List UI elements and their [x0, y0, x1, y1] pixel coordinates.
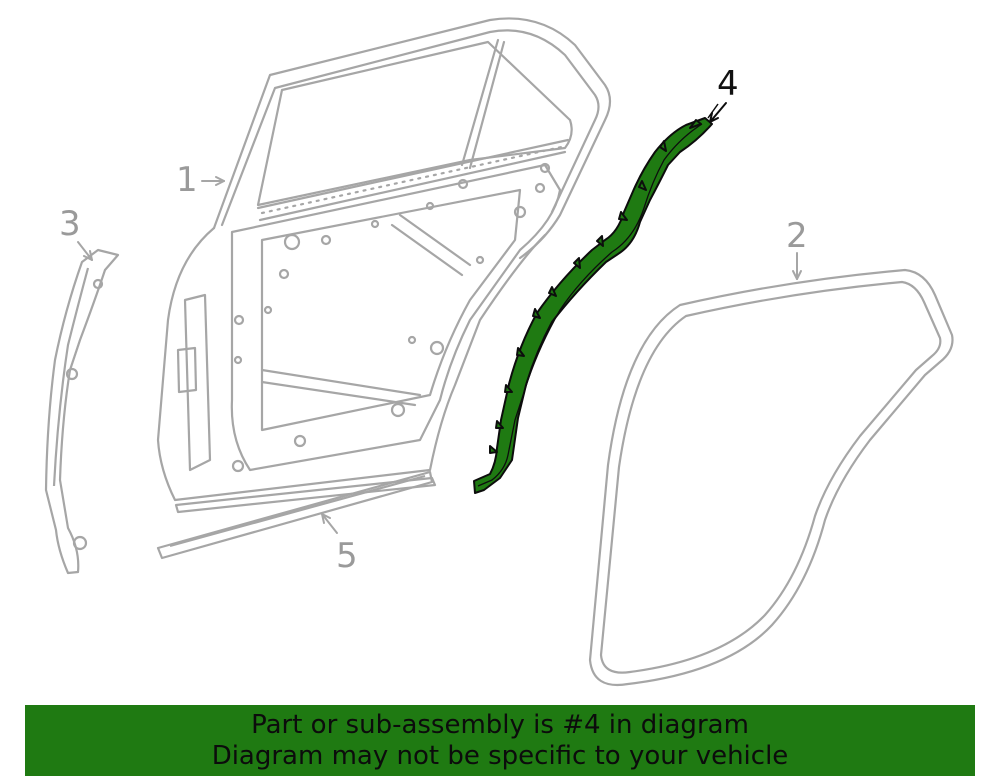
- outer-weatherstrip-part: [588, 268, 954, 687]
- banner-line-disclaimer: Diagram may not be specific to your vehi…: [211, 741, 789, 771]
- callout-1: 1: [176, 160, 198, 200]
- callout-2: 2: [786, 216, 808, 256]
- parts-diagram: [44, 17, 954, 687]
- banner-line-part-number: Part or sub-assembly is #4 in diagram: [251, 710, 749, 740]
- pillar-trim-part: [44, 248, 120, 575]
- callout-3: 3: [59, 204, 81, 244]
- callout-4: 4: [717, 64, 739, 104]
- info-banner: Part or sub-assembly is #4 in diagram Di…: [25, 705, 975, 776]
- callout-5: 5: [336, 536, 358, 576]
- door-shell-part: [156, 17, 612, 514]
- belt-molding-part: [156, 470, 434, 560]
- highlighted-seal-part: [473, 103, 719, 494]
- leader-lines: [77, 102, 802, 534]
